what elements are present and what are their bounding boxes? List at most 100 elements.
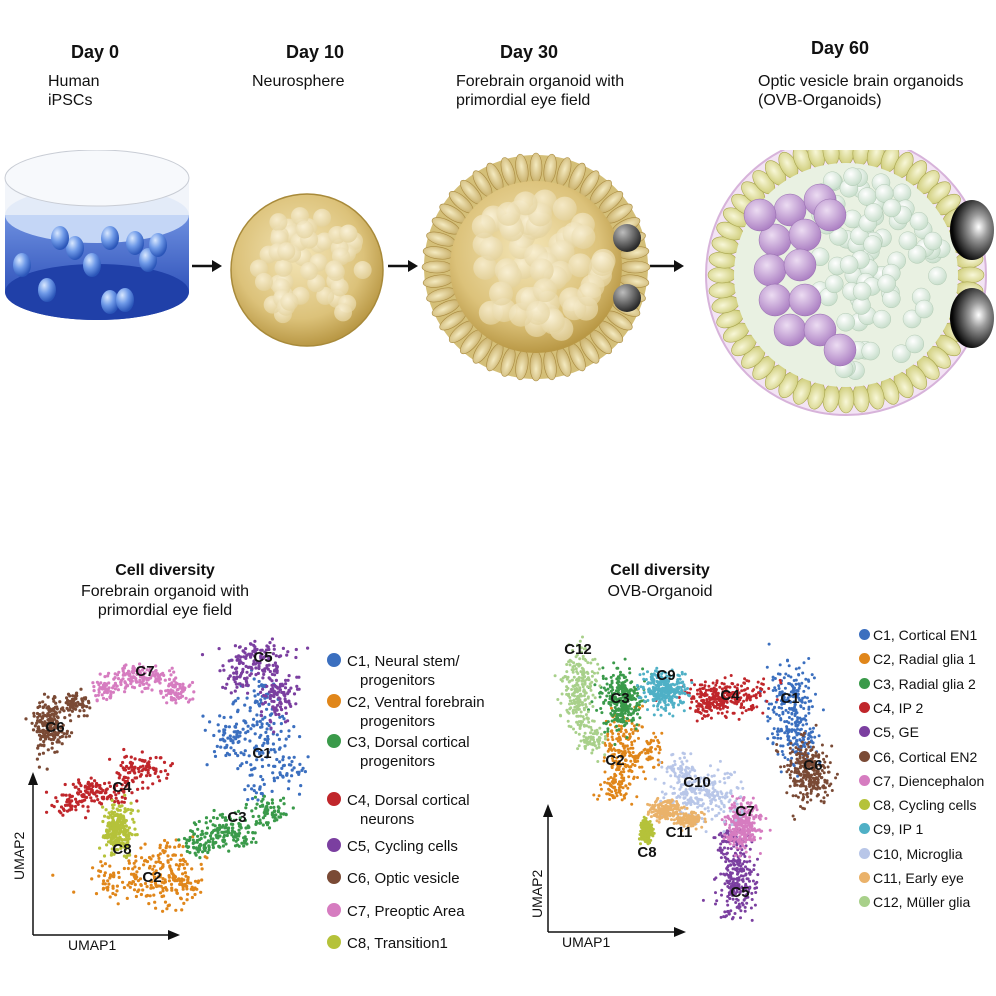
cell-point-c6 — [45, 734, 50, 738]
cell-point-c5 — [739, 909, 743, 913]
cell-point-c2 — [193, 892, 197, 897]
cell-point-c2 — [623, 793, 627, 797]
cell-point-c3 — [244, 826, 248, 830]
cell-point-c5 — [726, 868, 730, 872]
cell-point-c7 — [109, 692, 113, 697]
cell-point-c3 — [625, 678, 629, 682]
cell-point-c9 — [664, 706, 668, 710]
cell-point-c5 — [723, 882, 727, 886]
cell-point-c4 — [98, 783, 102, 788]
cell-point-c1 — [254, 791, 258, 795]
cell-point-c6 — [35, 730, 39, 734]
cell-point-c7 — [138, 678, 142, 682]
cell-point-c8 — [103, 814, 107, 818]
cell-point-c4 — [748, 698, 752, 702]
cell-point-c2 — [654, 747, 658, 751]
legend-swatch — [327, 935, 341, 949]
cell-point-c4 — [700, 699, 704, 703]
cell-point-c8 — [133, 827, 137, 831]
cell-point-c1 — [298, 762, 302, 767]
cell-point-c5 — [728, 897, 732, 901]
cell-point-c8 — [121, 841, 125, 846]
cell-point-c9 — [677, 703, 680, 707]
cell-point-c9 — [668, 712, 671, 716]
cell-point-c3 — [205, 831, 209, 835]
cell-point-c5 — [248, 673, 252, 678]
cell-point-c5 — [292, 692, 297, 696]
cell-point-c2 — [657, 763, 661, 767]
cell-point-c1 — [249, 763, 253, 767]
cell-point-c2 — [185, 898, 189, 902]
cell-point-c6 — [58, 700, 62, 704]
cell-point-c7 — [753, 828, 756, 832]
cell-point-c4 — [136, 766, 140, 771]
cell-point-c5 — [274, 712, 278, 717]
cell-point-c10 — [723, 772, 727, 776]
cell-point-c7 — [192, 690, 196, 694]
cell-point-c3 — [211, 823, 215, 827]
cell-point-c2 — [621, 742, 625, 746]
cell-point-c4 — [55, 799, 59, 804]
cell-point-c1 — [208, 720, 212, 724]
cell-point-c1 — [267, 763, 271, 767]
cell-point-c4 — [88, 782, 92, 786]
cell-point-c6 — [81, 699, 85, 703]
cell-point-c4 — [79, 784, 83, 788]
cell-point-c3 — [182, 836, 187, 841]
cell-point-c1 — [767, 642, 771, 646]
cell-point-c8 — [112, 823, 116, 827]
cell-point-c7 — [738, 854, 742, 858]
cell-point-c2 — [630, 743, 634, 747]
cell-point-c6 — [38, 704, 42, 709]
cell-point-c7 — [123, 673, 127, 677]
cell-point-c10 — [718, 780, 722, 784]
cell-point-c9 — [649, 681, 653, 685]
cell-point-c4 — [82, 793, 86, 797]
cell-point-c8 — [651, 834, 655, 838]
cell-point-c2 — [181, 863, 185, 867]
cell-point-c2 — [115, 889, 119, 893]
cell-point-c2 — [628, 751, 632, 755]
stem-cell-icon — [83, 253, 101, 277]
cell-point-c1 — [783, 731, 787, 735]
cell-point-c1 — [241, 727, 245, 731]
cell-point-c7 — [758, 836, 762, 840]
cell-point-c3 — [634, 727, 638, 731]
cell-point-c2 — [205, 856, 209, 860]
cell-point-c2 — [94, 892, 99, 896]
cell-point-c6 — [811, 776, 815, 780]
cell-point-c5 — [748, 879, 751, 883]
cell-point-c4 — [120, 795, 124, 799]
cell-point-c1 — [807, 732, 811, 736]
cell-point-c7 — [111, 690, 115, 694]
cell-point-c3 — [186, 845, 190, 850]
cell-point-c1 — [782, 699, 786, 703]
cell-point-c5 — [726, 895, 730, 898]
cell-point-c7 — [757, 816, 761, 820]
cell-point-c4 — [700, 683, 704, 687]
cell-point-c7 — [723, 823, 727, 826]
cell-point-c2 — [645, 739, 649, 743]
cell-point-c6 — [58, 710, 62, 714]
cell-point-c1 — [276, 776, 280, 780]
cell-point-c6 — [75, 704, 79, 708]
cell-point-c4 — [45, 810, 49, 814]
cell-point-c2 — [629, 759, 633, 763]
cell-point-c4 — [119, 763, 123, 768]
cell-point-c7 — [153, 680, 157, 684]
cell-point-c2 — [638, 765, 642, 769]
cell-point-c2 — [622, 732, 626, 736]
cell-point-c3 — [237, 822, 241, 826]
cell-point-c6 — [788, 764, 792, 768]
cell-point-c6 — [51, 728, 55, 732]
cell-point-c5 — [738, 861, 742, 865]
cell-point-c5 — [257, 666, 261, 671]
cell-point-c1 — [790, 712, 794, 716]
cell-point-c4 — [122, 790, 126, 794]
cell-point-c6 — [811, 786, 815, 790]
cell-point-c3 — [610, 719, 614, 723]
cell-point-c4 — [138, 765, 143, 769]
cell-point-c6 — [810, 748, 814, 752]
cell-point-c4 — [754, 696, 758, 700]
